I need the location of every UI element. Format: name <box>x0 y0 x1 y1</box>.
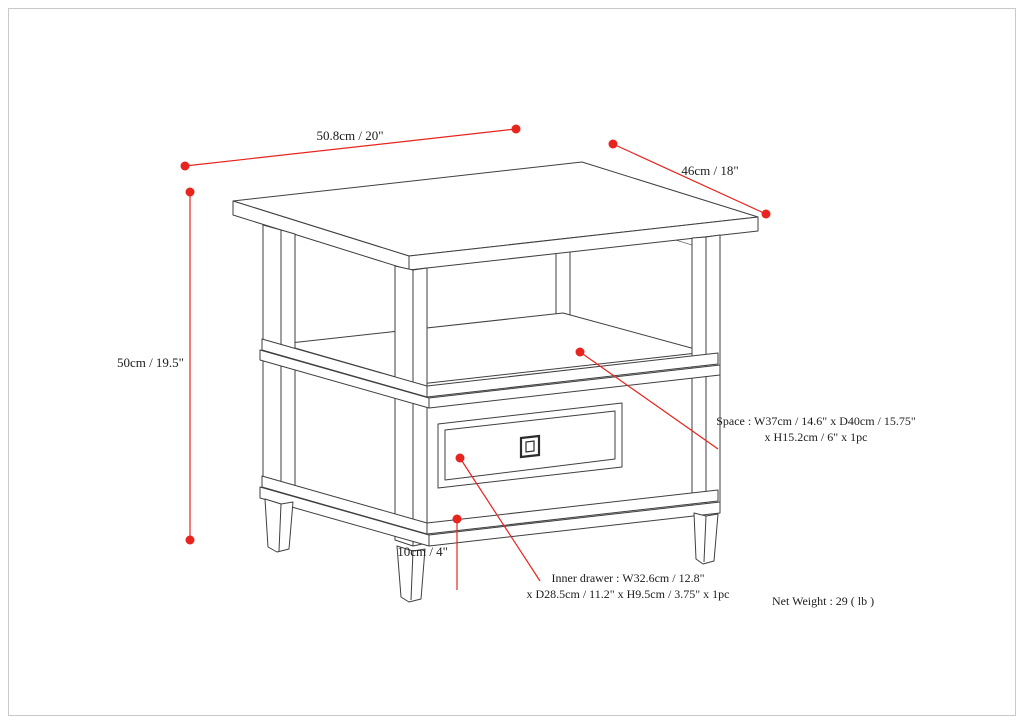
base-moulding <box>259 475 721 547</box>
dim-dot <box>455 453 465 463</box>
dim-dot <box>180 161 190 171</box>
dim-line-top-width <box>184 128 517 167</box>
dim-dot <box>761 209 771 219</box>
dim-dot <box>185 187 195 197</box>
annotation-shelf-space-line2: x H15.2cm / 6" x 1pc <box>764 430 868 444</box>
pointer-line-shelf-space <box>579 351 719 450</box>
annotation-inner-drawer-line1: Inner drawer : W32.6cm / 12.8" <box>551 571 705 585</box>
drawer-pull-inner <box>525 440 535 453</box>
dimension-annotations <box>180 124 771 590</box>
dimension-label-top-depth: 46cm / 18" <box>681 163 739 178</box>
table-top-edge-right <box>408 216 759 271</box>
table-top <box>232 161 759 271</box>
shelf-moulding <box>259 338 721 409</box>
annotation-shelf-space-line1: Space : W37cm / 14.6" x D40cm / 15.75" <box>716 414 916 428</box>
pointer-line-inner-drawer <box>459 457 541 582</box>
annotation-shelf-space: Space : W37cm / 14.6" x D40cm / 15.75" x… <box>704 413 928 445</box>
drawer <box>437 402 623 489</box>
dim-line-top-depth <box>612 143 767 215</box>
annotation-inner-drawer: Inner drawer : W32.6cm / 12.8" x D28.5cm… <box>508 570 748 602</box>
dim-dot <box>452 514 462 524</box>
table-feet <box>264 498 719 603</box>
net-weight-label: Net Weight : 29 ( lb ) <box>772 594 875 608</box>
annotation-inner-drawer-line2: x D28.5cm / 11.2" x H9.5cm / 3.75" x 1pc <box>526 587 730 601</box>
dim-dot <box>608 139 618 149</box>
dimension-label-leg-height: 10cm / 4" <box>397 544 448 559</box>
dim-dot <box>511 124 521 134</box>
dim-dot <box>185 535 195 545</box>
dimension-label-overall-height: 50cm / 19.5" <box>116 355 184 370</box>
dim-dot <box>575 347 585 357</box>
dimension-label-top-width: 50.8cm / 20" <box>316 128 384 143</box>
